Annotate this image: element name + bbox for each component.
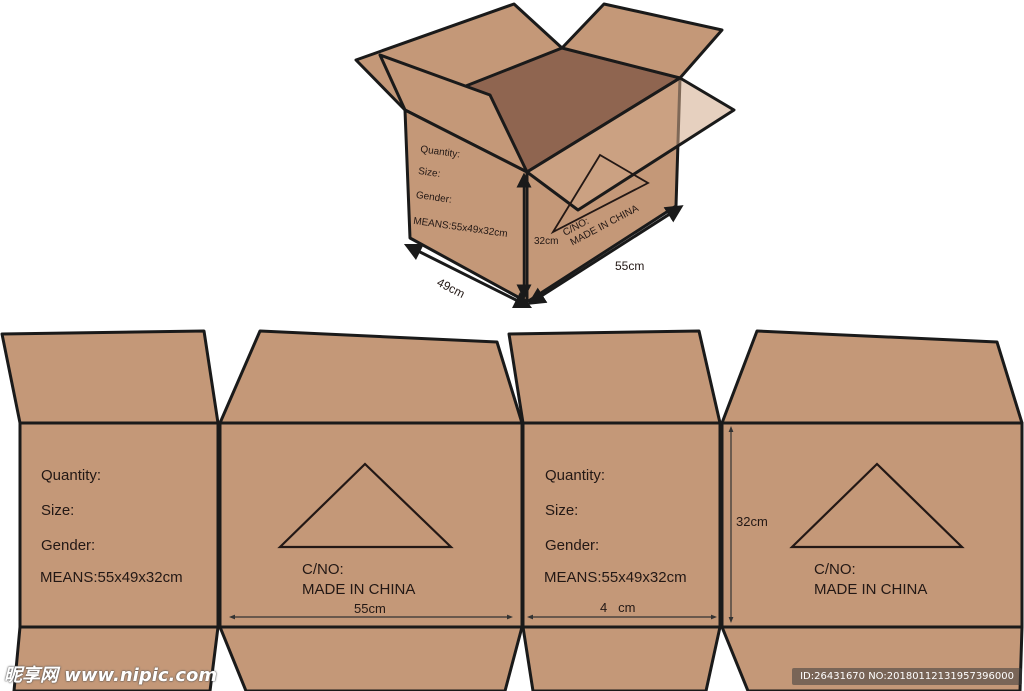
panel1-quantity: Quantity:	[41, 467, 101, 484]
panel4-triangle-mark	[789, 462, 965, 549]
panel2-cno: C/NO:	[302, 561, 344, 578]
panel3-gender: Gender:	[545, 537, 599, 554]
box-label-gender: Gender:	[415, 190, 452, 206]
panel1-means: MEANS:55x49x32cm	[40, 569, 183, 586]
panel-1	[18, 421, 220, 629]
dim-arrow-width	[527, 205, 684, 305]
flap-back-right	[560, 2, 724, 80]
dim-arrow-depth	[403, 243, 533, 309]
panel4-cno: C/NO:	[814, 561, 856, 578]
bottom-flap-3	[521, 625, 722, 691]
top-flap-4	[720, 329, 1024, 425]
panel-4	[720, 421, 1024, 629]
panel-3	[521, 421, 722, 629]
dim-height-label: 32cm	[534, 236, 558, 247]
panel3-dim-label: 4 cm	[600, 600, 635, 615]
panel4-dim-label: 32cm	[736, 514, 768, 529]
panel4-made: MADE IN CHINA	[814, 581, 927, 598]
bottom-flap-2	[218, 625, 524, 691]
flap-right	[525, 76, 736, 212]
site-watermark: 昵享网 www.nipic.com	[4, 665, 218, 686]
dim-width-label: 55cm	[615, 259, 644, 273]
top-flap-3	[507, 329, 722, 425]
panel2-dim-label: 55cm	[354, 601, 386, 616]
image-id-bar: ID:26431670 NO:20180112131957396000	[792, 668, 1022, 685]
panel2-made: MADE IN CHINA	[302, 581, 415, 598]
panel3-quantity: Quantity:	[545, 467, 605, 484]
panel2-triangle-mark	[277, 462, 454, 549]
top-flap-1	[0, 329, 220, 425]
dieline	[0, 329, 1024, 691]
box-3d	[354, 2, 736, 304]
top-flap-2	[218, 329, 524, 425]
panel-2	[218, 421, 524, 629]
panel1-gender: Gender:	[41, 537, 95, 554]
panel3-size: Size:	[545, 502, 578, 519]
panel1-size: Size:	[41, 502, 74, 519]
panel3-means: MEANS:55x49x32cm	[544, 569, 687, 586]
box-label-size: Size:	[418, 166, 442, 180]
dim-depth-label: 49cm	[435, 275, 468, 301]
